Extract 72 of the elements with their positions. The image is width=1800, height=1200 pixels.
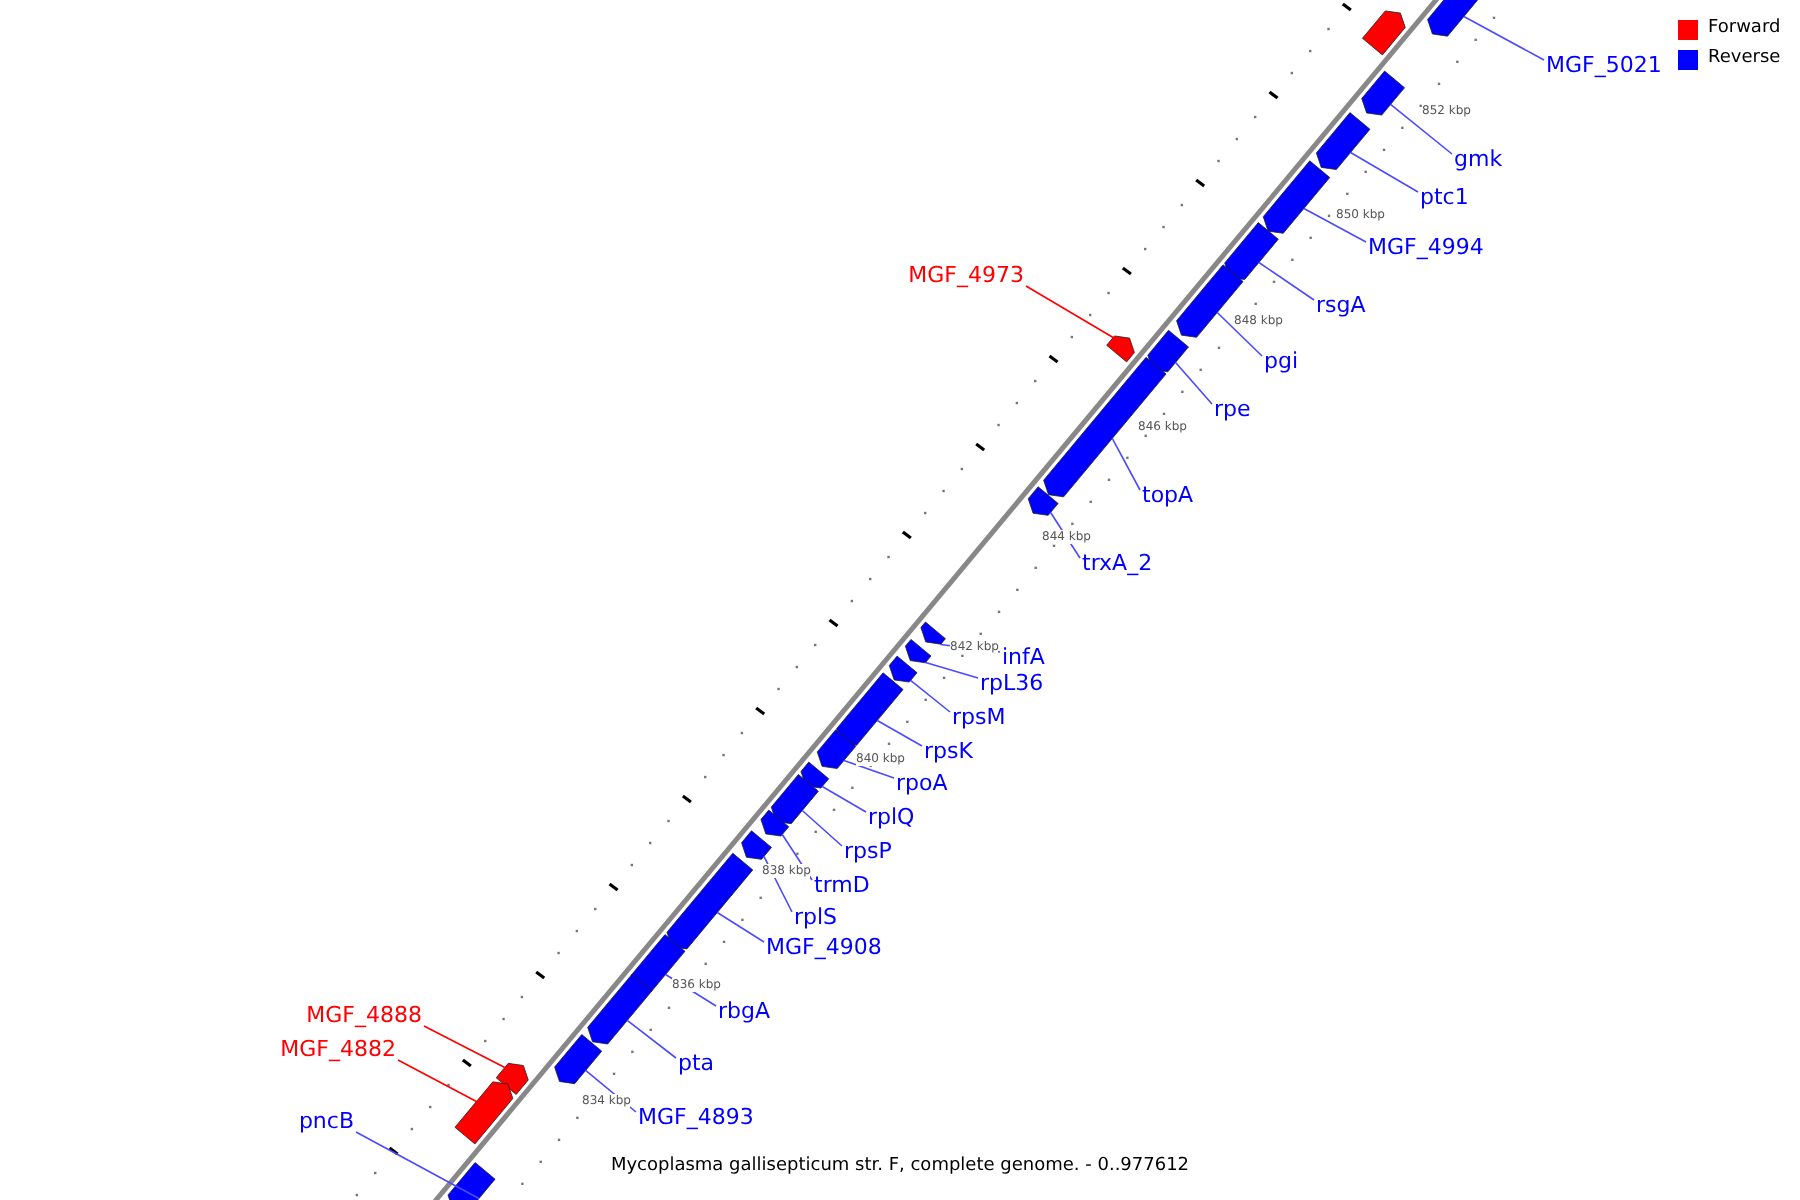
gene-block (1316, 112, 1371, 170)
leader-line (1389, 103, 1453, 155)
gene-block (904, 639, 932, 664)
gene-label: infA (1002, 644, 1045, 670)
gene-block (454, 1081, 514, 1145)
gene-label: MGF_4973 (908, 262, 1024, 288)
gene-block (1224, 222, 1279, 280)
leader-line (1303, 207, 1367, 243)
leader-line (397, 1059, 478, 1103)
leader-line (626, 1019, 677, 1059)
gene-label: topA (1142, 482, 1194, 508)
leader-line (1258, 261, 1315, 301)
gene-label: MGF_5021 (1546, 52, 1662, 78)
gene-block (1361, 70, 1405, 116)
gene-block (495, 1062, 529, 1095)
gene-label: MGF_4893 (638, 1104, 754, 1130)
leader-line (355, 1131, 480, 1200)
caption: Mycoplasma gallisepticum str. F, complete genome. - 0..977612 (608, 1156, 1192, 1178)
gene-label: gmk (1454, 146, 1503, 172)
legend-label: Reverse (1708, 48, 1781, 70)
gene-label: rpsP (844, 838, 892, 864)
gene-block (1362, 10, 1406, 56)
leader-line (801, 809, 843, 847)
gene-label: pncB (298, 1108, 354, 1134)
leader-line (876, 719, 923, 747)
leader-line (423, 1025, 506, 1069)
gene-label: rbgA (718, 998, 771, 1024)
gene-block (1106, 335, 1135, 363)
gene-block (1262, 160, 1331, 234)
gene-label: rplQ (868, 804, 915, 830)
leader-line (909, 679, 951, 713)
gene-label: rpe (1214, 396, 1251, 422)
gene-block (741, 830, 772, 860)
gene-block (1027, 486, 1059, 516)
gene-label: MGF_4994 (1368, 234, 1484, 260)
gene-block (1147, 329, 1189, 373)
gene-block (447, 1162, 496, 1200)
leader-line (843, 759, 895, 779)
leader-line (1463, 15, 1545, 61)
gene-block (920, 621, 946, 645)
gene-block (666, 852, 754, 950)
gene-label: rpL36 (980, 670, 1044, 696)
leader-line (1349, 151, 1419, 193)
gene-label: ptc1 (1420, 184, 1469, 210)
gene-block (800, 761, 830, 789)
gene-label: MGF_4882 (280, 1036, 396, 1062)
leader-line (1111, 437, 1141, 491)
gene-label: trxA_2 (1082, 550, 1153, 576)
gene-label: rsgA (1316, 292, 1366, 318)
leader-line (1216, 311, 1263, 357)
gene-label: pgi (1264, 348, 1299, 374)
gene-label: rpoA (896, 770, 948, 796)
legend-label: Forward (1708, 18, 1781, 40)
gene-label: trmD (814, 872, 870, 898)
gene-label: MGF_4908 (766, 934, 882, 960)
gene-label: rpsK (924, 738, 973, 764)
leader-line (1025, 285, 1114, 339)
gene-block (760, 809, 790, 837)
gene-label: rplS (794, 904, 838, 930)
gene-label: MGF_4888 (306, 1002, 422, 1028)
gene-block (816, 729, 857, 769)
gene-block (888, 655, 918, 683)
gene-block (554, 1034, 603, 1085)
gene-label: pta (678, 1050, 715, 1076)
gene-block (587, 973, 653, 1045)
gene-label: rpsM (952, 704, 1006, 730)
gene-block (836, 672, 904, 746)
leader-line (924, 661, 979, 679)
leader-line (821, 785, 867, 813)
gene-block (770, 774, 819, 825)
leader-line (716, 911, 765, 943)
leader-line (1174, 361, 1213, 405)
